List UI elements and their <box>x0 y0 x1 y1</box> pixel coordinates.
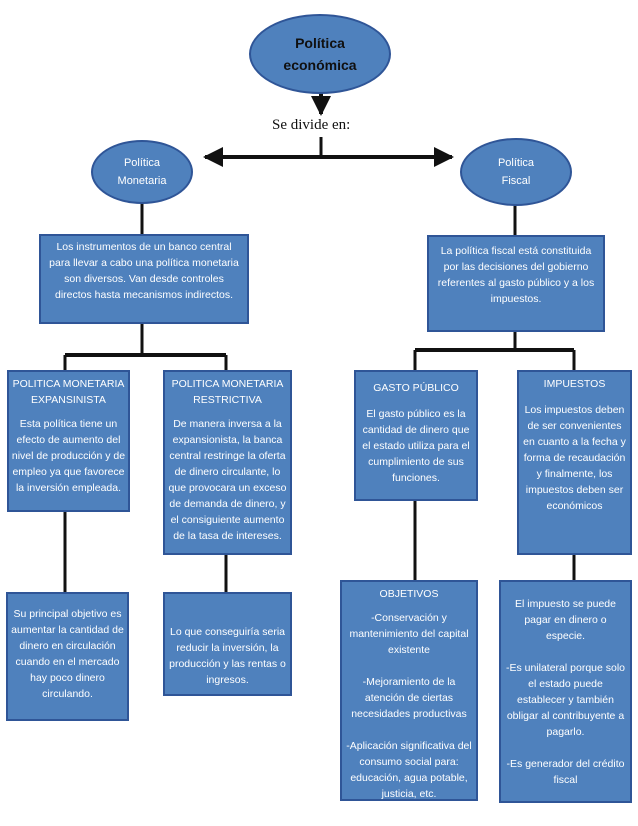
gasto-title: GASTO PÚBLICO <box>373 382 459 394</box>
monetaria-line1: Política <box>123 157 161 169</box>
expansiva-box: POLITICA MONETARIA EXPANSINISTA Esta pol… <box>7 370 130 512</box>
objetivos-title: OBJETIVOS <box>379 588 439 600</box>
impuesto-pago-text: El impuesto se puede pagar en dinero o e… <box>505 598 626 786</box>
impuestos-box: IMPUESTOS Los impuestos deben de ser con… <box>517 370 632 555</box>
impuesto-pago-box: El impuesto se puede pagar en dinero o e… <box>499 580 632 803</box>
restrictiva-detail: Lo que conseguiría seria reducir la inve… <box>163 592 292 696</box>
objetivos-box: OBJETIVOS -Conservación y mantenimiento … <box>340 580 478 801</box>
expansiva-body: Esta política tiene un efecto de aumento… <box>11 418 126 494</box>
fiscal-node: Política Fiscal <box>460 138 572 206</box>
expansiva-detail: Su principal objetivo es aumentar la can… <box>6 592 129 721</box>
fiscal-line1: Política <box>497 157 535 169</box>
monetaria-description: Los instrumentos de un banco central par… <box>39 234 249 324</box>
impuestos-title: IMPUESTOS <box>543 378 606 390</box>
fiscal-line2: Fiscal <box>501 175 531 187</box>
expansiva-title: POLITICA MONETARIA EXPANSINISTA <box>12 378 125 406</box>
connector-text: Se divide en: <box>272 117 351 133</box>
gasto-publico-box: GASTO PÚBLICO El gasto público es la can… <box>354 370 478 501</box>
monetaria-node: Política Monetaria <box>91 140 193 204</box>
root-line1: Política <box>295 35 345 51</box>
restrictiva-box: POLITICA MONETARIA RESTRICTIVA De manera… <box>163 370 292 555</box>
root-node: Política económica <box>249 14 391 94</box>
monetaria-line2: Monetaria <box>117 175 167 187</box>
fiscal-description: La política fiscal está constituida por … <box>427 235 605 332</box>
objetivos-items: -Conservación y mantenimiento del capita… <box>346 612 472 800</box>
gasto-body: El gasto público es la cantidad de diner… <box>362 408 470 484</box>
impuestos-body: Los impuestos deben de ser convenientes … <box>523 404 626 512</box>
restrictiva-title: POLITICA MONETARIA RESTRICTIVA <box>171 378 284 406</box>
root-line2: económica <box>283 57 357 73</box>
restrictiva-body: De manera inversa a la expansionista, la… <box>168 418 287 542</box>
